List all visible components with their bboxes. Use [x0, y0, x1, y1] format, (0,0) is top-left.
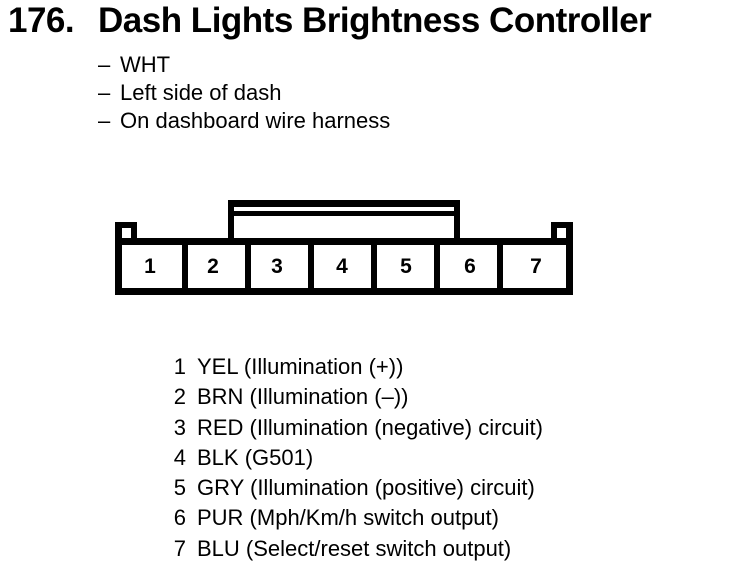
connector-latch	[228, 200, 460, 243]
pin-legend: 1 YEL (Illumination (+)) 2 BRN (Illumina…	[172, 352, 543, 564]
connector-pin-numbers: 1 2 3 4 5 6 7	[144, 255, 542, 278]
notes-list: – WHT – Left side of dash – On dashboard…	[98, 51, 390, 135]
connector-shell	[115, 222, 573, 295]
legend-row: 1 YEL (Illumination (+))	[172, 352, 543, 382]
note-text: Left side of dash	[120, 80, 282, 105]
pin-number-1: 1	[144, 255, 156, 278]
legend-row: 3 RED (Illumination (negative) circuit)	[172, 413, 543, 443]
legend-pin-number: 4	[173, 444, 186, 470]
pin-number-2: 2	[207, 255, 219, 278]
connector-diagram: 1 2 3 4 5 6 7	[115, 200, 573, 295]
legend-pin-number: 5	[173, 475, 186, 501]
item-title: Dash Lights Brightness Controller	[98, 1, 652, 40]
legend-pin-label: PUR (Mph/Km/h switch output)	[197, 505, 499, 531]
legend-row: 2 BRN (Illumination (–))	[172, 382, 543, 412]
legend-pin-label: RED (Illumination (negative) circuit)	[197, 414, 543, 440]
legend-pin-number: 7	[173, 535, 186, 561]
pin-number-4: 4	[336, 255, 348, 278]
legend-row: 6 PUR (Mph/Km/h switch output)	[172, 503, 543, 533]
note-item: – Left side of dash	[98, 79, 390, 107]
pin-number-7: 7	[530, 255, 542, 278]
legend-pin-number: 3	[173, 414, 186, 440]
item-number: 176.	[8, 1, 75, 40]
legend-row: 4 BLK (G501)	[172, 443, 543, 473]
legend-pin-label: BLK (G501)	[197, 444, 314, 470]
note-item: – WHT	[98, 51, 390, 79]
legend-pin-label: YEL (Illumination (+))	[197, 354, 404, 379]
pin-number-5: 5	[400, 255, 412, 278]
dash-bullet: –	[98, 108, 111, 133]
note-item: – On dashboard wire harness	[98, 107, 390, 135]
legend-pin-number: 6	[173, 505, 186, 531]
note-text: On dashboard wire harness	[120, 108, 391, 133]
legend-row: 5 GRY (Illumination (positive) circuit)	[172, 473, 543, 503]
legend-pin-number: 1	[173, 354, 186, 379]
legend-pin-label: BLU (Select/reset switch output)	[197, 535, 512, 561]
pin-number-6: 6	[464, 255, 476, 278]
dash-bullet: –	[98, 80, 111, 105]
dash-bullet: –	[98, 52, 111, 77]
connector-cavity-dividers	[182, 245, 503, 288]
note-text: WHT	[120, 52, 171, 77]
legend-pin-number: 2	[173, 384, 186, 410]
legend-pin-label: BRN (Illumination (–))	[197, 384, 409, 410]
legend-row: 7 BLU (Select/reset switch output)	[172, 534, 543, 564]
legend-pin-label: GRY (Illumination (positive) circuit)	[197, 475, 535, 501]
page-title: 176. Dash Lights Brightness Controller	[8, 1, 652, 41]
pin-number-3: 3	[271, 255, 283, 278]
